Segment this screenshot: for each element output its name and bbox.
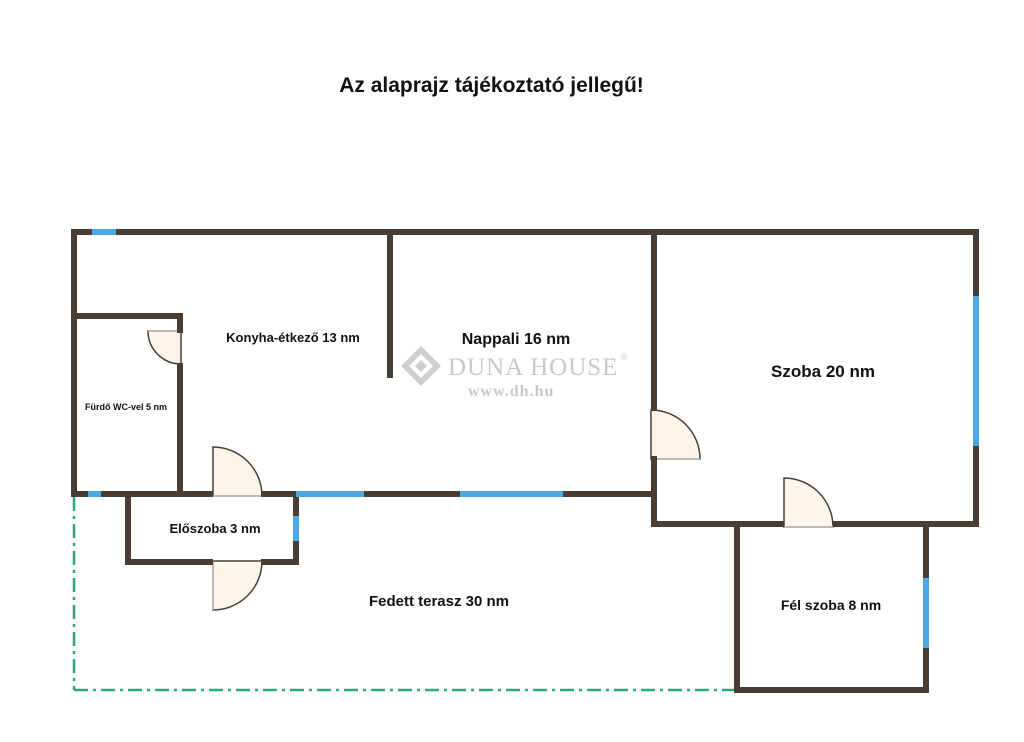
bathroom-door <box>147 330 182 365</box>
room-label-living: Nappali 16 nm <box>462 331 570 348</box>
half-room-door <box>783 477 834 528</box>
room-label-kitchen: Konyha-étkező 13 nm <box>226 330 360 345</box>
doors <box>147 330 834 611</box>
watermark-brand: DUNA HOUSE <box>448 354 618 381</box>
walls <box>71 229 979 693</box>
terrace-outline <box>72 497 737 692</box>
watermark-registered: ® <box>620 352 629 363</box>
bedroom-door <box>650 409 701 460</box>
room-label-bedroom: Szoba 20 nm <box>771 362 875 381</box>
plan-disclaimer-title: Az alaprajz tájékoztató jellegű! <box>339 74 644 97</box>
room-label-hall: Előszoba 3 nm <box>169 521 260 536</box>
entrance-door <box>212 560 263 611</box>
room-label-bathroom: Fürdő WC-vel 5 nm <box>85 402 167 412</box>
kitchen-door <box>212 446 263 497</box>
duna-house-logo-icon <box>401 346 441 386</box>
room-label-half-room: Fél szoba 8 nm <box>781 597 881 613</box>
watermark-url: www.dh.hu <box>468 383 554 400</box>
room-label-terrace: Fedett terasz 30 nm <box>369 593 509 610</box>
watermark: DUNA HOUSE ® www.dh.hu <box>401 346 629 400</box>
room-labels: Konyha-étkező 13 nm Nappali 16 nm Szoba … <box>85 330 881 613</box>
windows <box>88 229 979 648</box>
